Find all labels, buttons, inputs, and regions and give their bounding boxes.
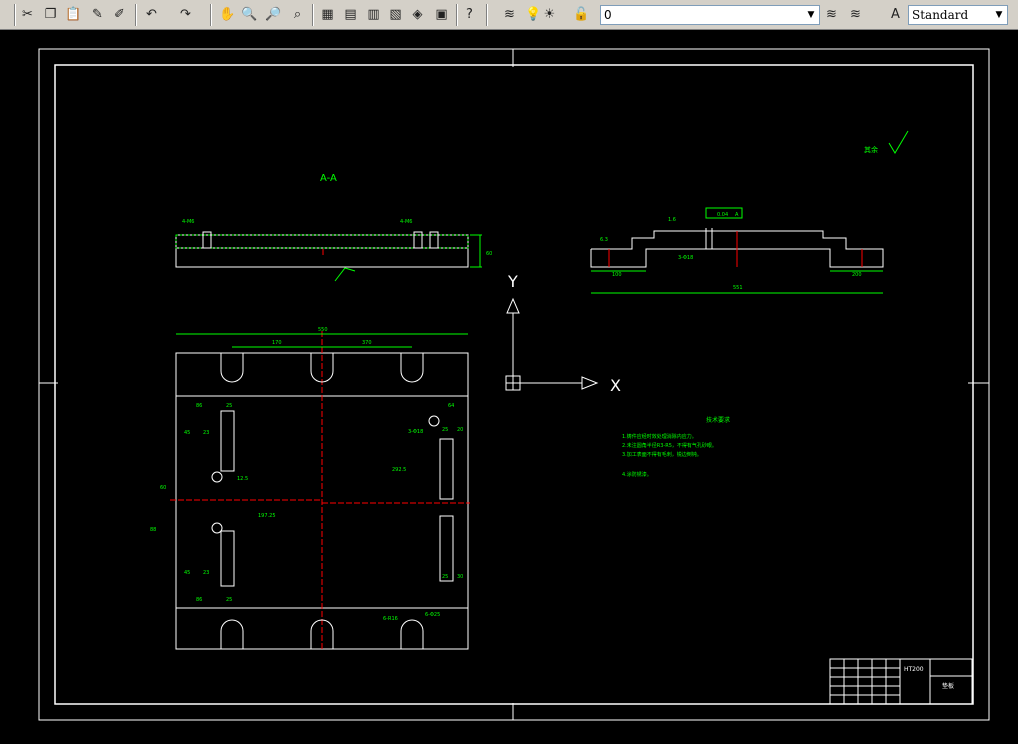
dim-text: 3-Φ18 (678, 255, 693, 261)
layer-lock-icon[interactable]: 🔓 (573, 7, 590, 22)
dim-text: 200 (852, 272, 862, 278)
dim-text: 3-Φ18 (408, 429, 423, 435)
axis-x-label: X (610, 376, 621, 395)
dim-text: 20 (457, 427, 463, 433)
dim-text: 12.5 (237, 476, 248, 482)
text-style-combo[interactable]: Standard ▼ (908, 5, 1008, 25)
note-line: 2.未注圆角半径R3-R5，不得有气孔砂眼。 (622, 442, 717, 449)
layer-manager-icon[interactable]: ≋ (504, 7, 515, 22)
dim-text: 88 (150, 527, 156, 533)
dim-text: A (735, 212, 739, 218)
undo-icon[interactable]: ↶ (146, 7, 157, 22)
title-material: HT200 (904, 666, 924, 673)
dim-text: 4-M6 (400, 219, 412, 225)
dim-text: 25 (226, 403, 232, 409)
dim-text: 4-M6 (182, 219, 194, 225)
dim-text: 550 (318, 327, 328, 333)
dim-text: 60 (486, 251, 492, 257)
dim-text: 60 (160, 485, 166, 491)
note-line: 3.加工表面不得有毛刺，锐边倒钝。 (622, 451, 702, 458)
dim-text: 6.3 (600, 237, 608, 243)
sheet-set-icon[interactable]: ▧ (389, 7, 402, 22)
dim-text: 25 (442, 427, 448, 433)
notes-title: 技术要求 (706, 416, 730, 424)
block-editor-icon[interactable]: ✐ (114, 7, 125, 22)
layer-combo[interactable]: 0▼ (600, 5, 820, 25)
markup-icon[interactable]: ◈ (412, 7, 423, 22)
roughness-label: 其余 (864, 145, 878, 154)
dim-text: 197.25 (258, 513, 276, 519)
title-part-name: 垫板 (942, 682, 954, 690)
note-line: 4.涂防锈漆。 (622, 471, 652, 478)
dim-text: 25 (226, 597, 232, 603)
axis-y-label: Y (507, 272, 518, 291)
text-style-combo-value: Standard (912, 8, 969, 22)
toolbar-separator (14, 4, 16, 26)
toolbar-separator (210, 4, 212, 26)
plan-view (170, 331, 470, 650)
section-label: A-A (320, 173, 337, 184)
dim-text: 1.6 (668, 217, 676, 223)
drawing-canvas[interactable]: A-A 4-M6 4-M6 60 100 200 551 0.04 A 3-Φ1… (0, 31, 1018, 740)
tool-palettes-icon[interactable]: ▥ (367, 7, 380, 22)
toolbar-separator (135, 4, 137, 26)
dim-text: 23 (203, 570, 209, 576)
layer-combo-value: 0 (604, 8, 612, 22)
dim-text: 100 (612, 272, 622, 278)
paste-icon[interactable]: 📋 (65, 7, 82, 22)
cut-icon[interactable]: ✂ (22, 7, 33, 22)
help-icon[interactable]: ? (466, 7, 473, 22)
copy-icon[interactable]: ❐ (44, 7, 57, 22)
layer-previous-icon[interactable]: ≋ (850, 7, 861, 22)
ucs-icon (505, 297, 599, 391)
dim-text: 170 (272, 340, 282, 346)
section-view (175, 231, 482, 282)
title-block (829, 658, 973, 705)
zoom-window-icon[interactable]: 🔎 (265, 7, 282, 22)
dim-text: 30 (457, 574, 463, 580)
layer-on-icon[interactable]: 💡 (525, 7, 542, 22)
pan-realtime-icon[interactable]: ✋ (219, 7, 236, 22)
dim-text: 45 (184, 430, 190, 436)
properties-icon[interactable]: ▦ (321, 7, 334, 22)
toolbar-separator (486, 4, 488, 26)
dim-text: 64 (448, 403, 454, 409)
match-properties-icon[interactable]: ✎ (92, 7, 103, 22)
dim-text: 86 (196, 403, 202, 409)
make-current-icon[interactable]: ≋ (826, 7, 837, 22)
dim-text: 292.5 (392, 467, 406, 473)
layer-freeze-icon[interactable]: ☀ (543, 7, 556, 22)
chevron-down-icon[interactable]: ▼ (807, 10, 815, 20)
zoom-previous-icon[interactable]: ⌕ (293, 7, 302, 22)
text-style-icon[interactable]: A (891, 7, 900, 22)
redo-icon[interactable]: ↷ (180, 7, 191, 22)
drawing-border-outer (38, 48, 990, 721)
roughness-symbol (888, 130, 909, 154)
dim-text: 6-Φ25 (425, 612, 440, 618)
dim-text: 370 (362, 340, 372, 346)
chevron-down-icon[interactable]: ▼ (995, 10, 1003, 20)
side-view (590, 207, 884, 294)
design-center-icon[interactable]: ▤ (344, 7, 357, 22)
drawing-border-inner (54, 64, 974, 705)
dim-text: 45 (184, 570, 190, 576)
dim-text: 23 (203, 430, 209, 436)
note-line: 1.铸件应经时效处理消除内应力。 (622, 433, 697, 440)
zoom-realtime-icon[interactable]: 🔍 (241, 7, 258, 22)
drawing-svg[interactable]: A-A 4-M6 4-M6 60 100 200 551 0.04 A 3-Φ1… (0, 31, 1018, 740)
dim-text: 86 (196, 597, 202, 603)
calculator-icon[interactable]: ▣ (435, 7, 448, 22)
dim-text: 6-R16 (383, 616, 398, 622)
toolbar-separator (456, 4, 458, 26)
toolbar-separator (312, 4, 314, 26)
dim-text: 551 (733, 285, 743, 291)
dim-text: 0.04 (717, 212, 728, 218)
dim-text: 25 (442, 574, 448, 580)
